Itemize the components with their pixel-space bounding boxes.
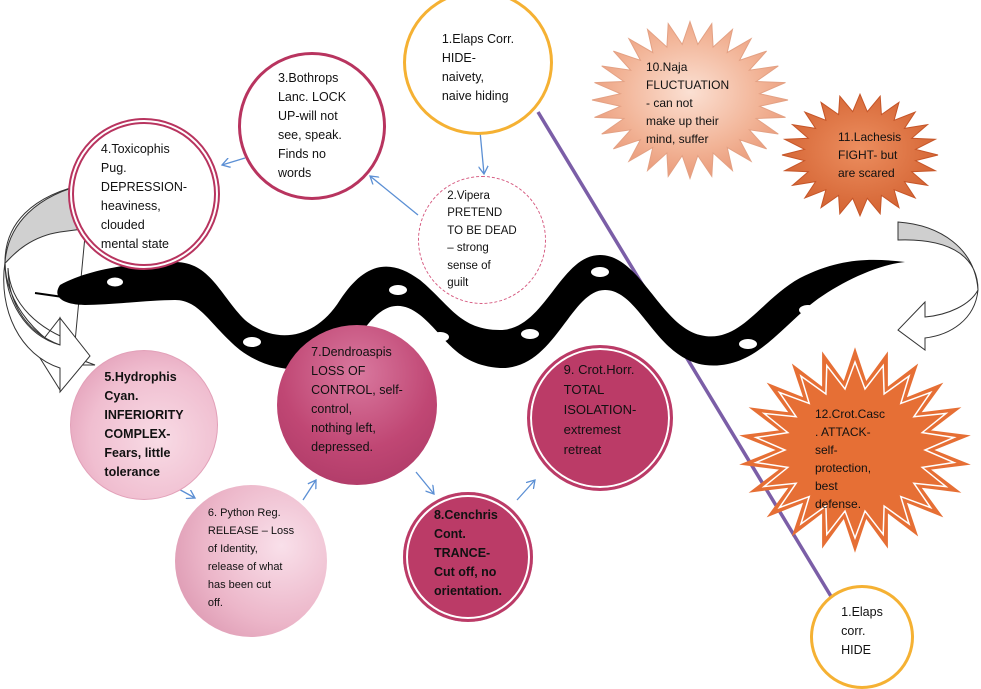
arrow-3-to-4: [222, 157, 246, 165]
node-dendroaspis-label: 7.Dendroaspis LOSS OF CONTROL, self- con…: [311, 345, 403, 454]
node-elaps-top: 1.Elaps Corr. HIDE- naivety, naive hidin…: [403, 0, 553, 135]
node-bothrops: 3.Bothrops Lanc. LOCK UP-will not see, s…: [238, 52, 386, 200]
snake-icon: [34, 255, 905, 370]
starburst-11: [781, 92, 939, 218]
node-elaps-bottom: 1.Elaps corr. HIDE: [810, 585, 914, 689]
starburst-naja-label: 10.Naja FLUCTUATION - can not make up th…: [646, 60, 730, 146]
arrow-7-to-8: [415, 471, 434, 494]
node-hydrophis: 5.Hydrophis Cyan. INFERIORITY COMPLEX- F…: [70, 350, 218, 500]
arrow-6-to-7: [302, 480, 316, 501]
node-elaps-top-label: 1.Elaps Corr. HIDE- naivety, naive hidin…: [441, 31, 515, 103]
starburst-12-inner-outline: [753, 359, 957, 541]
node-toxicophis-label: 4.Toxicophis Pug. DEPRESSION- heaviness,…: [100, 142, 188, 251]
node-bothrops-label: 3.Bothrops Lanc. LOCK UP-will not see, s…: [277, 71, 347, 180]
node-crot-horr: 9. Crot.Horr. TOTAL ISOLATION- extremest…: [527, 345, 673, 491]
starburst-10: [591, 20, 789, 180]
node-python: 6. Python Reg. RELEASE – Loss of Identit…: [175, 485, 327, 637]
starburst-lachesis-label: 11.Lachesis FIGHT- but are scared: [838, 130, 902, 180]
arrow-2-to-3: [370, 176, 419, 216]
node-dendroaspis: 7.Dendroaspis LOSS OF CONTROL, self- con…: [277, 325, 437, 485]
node-cenchris: 8.Cenchris Cont. TRANCE- Cut off, no ori…: [403, 492, 533, 622]
node-crot-horr-label: 9. Crot.Horr. TOTAL ISOLATION- extremest…: [563, 362, 637, 457]
node-elaps-bottom-label: 1.Elaps corr. HIDE: [841, 604, 883, 657]
node-toxicophis: 4.Toxicophis Pug. DEPRESSION- heaviness,…: [68, 118, 220, 270]
arrow-8-to-9: [516, 480, 535, 501]
node-hydrophis-label: 5.Hydrophis Cyan. INFERIORITY COMPLEX- F…: [104, 370, 184, 479]
node-vipera: 2.Vipera PRETEND TO BE DEAD – strong sen…: [418, 176, 546, 304]
node-cenchris-label: 8.Cenchris Cont. TRANCE- Cut off, no ori…: [433, 507, 503, 598]
node-vipera-label: 2.Vipera PRETEND TO BE DEAD – strong sen…: [447, 189, 517, 290]
curved-arrow-right-icon: [897, 221, 979, 351]
starburst-crot-casc-label: 12.Crot.Casc . ATTACK- self- protection,…: [815, 407, 886, 511]
node-python-label: 6. Python Reg. RELEASE – Loss of Identit…: [207, 507, 295, 609]
